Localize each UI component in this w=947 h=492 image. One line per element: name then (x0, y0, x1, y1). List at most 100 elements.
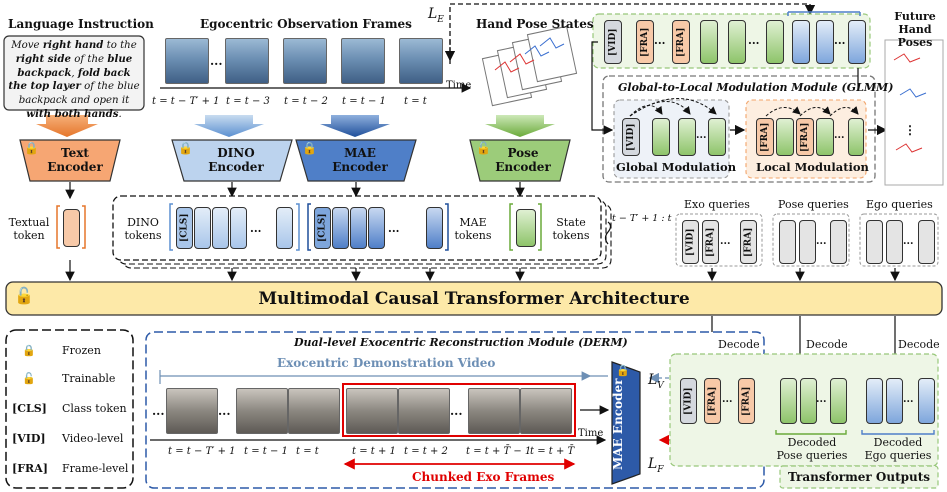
ego-query (886, 220, 903, 264)
lock-icon: 🔒 (302, 141, 317, 155)
legend-frozen: 🔒Frozen (22, 344, 101, 357)
glmm-fra-token: [FRA] (672, 20, 690, 64)
glmm-vid-token: [VID] (604, 20, 622, 64)
out-ellipsis: ... (722, 394, 733, 405)
mae-token (426, 207, 443, 249)
frame-label-3: t = t − 2 (284, 96, 328, 107)
glmm-fra-token: [FRA] (636, 20, 654, 64)
ego-ellipsis: ... (903, 236, 914, 247)
instruction-segment: blue backpack (17, 52, 133, 79)
instruction-segment: Move (11, 40, 43, 51)
global-modulation-label: Global Modulation (616, 160, 737, 174)
decode-label-exo: Decode (718, 338, 760, 351)
state-token (516, 209, 536, 247)
instruction-segment: right hand (42, 39, 104, 51)
instruction-segment: , (71, 67, 78, 79)
exo-label-3: t = t (296, 446, 319, 457)
exo-video-label: Exocentric Demonstration Video (277, 356, 496, 370)
loss-v: LV (648, 372, 664, 391)
global-pose-token (678, 118, 696, 156)
out-pose-token (780, 378, 797, 424)
exo-frame (166, 388, 218, 434)
mae-token (332, 207, 349, 249)
ego-frame-4 (341, 38, 385, 84)
text-encoder-label: Text Encoder (47, 146, 103, 174)
unlock-icon: 🔓 (476, 141, 491, 155)
glmm-pose-token (700, 20, 718, 64)
chunked-exo-label: Chunked Exo Frames (412, 470, 555, 484)
mae-token (368, 207, 385, 249)
exo-label-6: t = t + T̄ − 1 (466, 446, 532, 457)
instruction-segment: fold back the top layer (8, 66, 131, 93)
exo-frame (468, 388, 520, 434)
local-pose-token (776, 118, 794, 156)
global-pose-token (708, 118, 726, 156)
lock-icon: 🔒 (22, 344, 36, 357)
glmm-pose-token (766, 20, 784, 64)
instruction-segment: of the blue backpack and open it (18, 81, 140, 107)
dino-token (276, 207, 293, 249)
exo-label-4: t = t + 1 (352, 446, 396, 457)
lock-icon: 🔒 (616, 364, 630, 377)
decode-label-pose: Decode (806, 338, 848, 351)
state-tokens-label: State tokens (552, 216, 590, 242)
legend-cls: [CLS]Class token (12, 402, 127, 415)
global-pose-token (652, 118, 670, 156)
textual-token (63, 209, 80, 247)
ego-time-label: Time (446, 80, 472, 91)
out-pose-token (830, 378, 847, 424)
dino-token (230, 207, 247, 249)
instruction-segment: right side (15, 52, 72, 65)
exo-fra-query: [FRA] (702, 220, 719, 264)
dino-encoder-label: DINO Encoder (208, 146, 264, 174)
exo-frame (520, 388, 572, 434)
mae-token (350, 207, 367, 249)
pose-encoder-label: Pose Encoder (495, 146, 551, 174)
pose-queries-label: Pose queries (778, 198, 849, 211)
glmm-ego-token (816, 20, 834, 64)
exo-ellipsis: ... (720, 236, 731, 247)
pose-query (830, 220, 847, 264)
local-ellipsis: ... (834, 130, 845, 141)
text-encoder-shape (19, 139, 121, 182)
lock-icon: 🔒 (24, 141, 39, 155)
out-ego-token (866, 378, 883, 424)
glmm-ego-token (848, 20, 866, 64)
instruction-segment: . (118, 108, 122, 120)
glmm-ego-token (792, 20, 810, 64)
future-hand-poses-heading: Future Hand Poses (894, 10, 936, 49)
unlock-icon: 🔓 (14, 286, 34, 305)
ego-frame-5 (399, 38, 443, 84)
out-ellipsis: ... (816, 394, 827, 405)
mae-encoder-shape (295, 139, 417, 182)
unlock-icon: 🔓 (22, 372, 36, 385)
exo-frame (236, 388, 288, 434)
out-fra-token: [FRA] (704, 378, 721, 424)
exo-ellipsis-mid: ... (450, 404, 463, 418)
dino-ellipsis: ... (250, 222, 262, 235)
legend-box (5, 329, 134, 489)
local-modulation-label: Local Modulation (756, 160, 869, 174)
loss-e: LE (428, 6, 444, 25)
transformer-title: Multimodal Causal Transformer Architectu… (258, 289, 690, 309)
derm-title: Dual-level Exocentric Reconstruction Mod… (294, 336, 628, 349)
lock-icon: 🔒 (178, 141, 193, 155)
legend-vid: [VID]Video-level (12, 432, 124, 445)
arrow-dino (194, 115, 264, 137)
exo-vid-query: [VID] (682, 220, 699, 264)
out-ego-token (918, 378, 935, 424)
dino-tokens-label: DINO tokens (124, 216, 162, 242)
token-range-label: t − T′ + 1 : t (612, 213, 672, 224)
instruction-text: Move right hand to the right side of the… (7, 39, 141, 122)
pose-query (799, 220, 816, 264)
arrow-pose (485, 115, 555, 137)
egocentric-frames-heading: Egocentric Observation Frames (200, 17, 412, 31)
out-ego-token (886, 378, 903, 424)
pose-encoder-shape (469, 139, 571, 182)
local-fra-token: [FRA] (796, 118, 814, 156)
ego-frames-ellipsis: ... (210, 54, 223, 68)
mae-tokens-label: MAE tokens (454, 216, 492, 242)
instruction-box (3, 35, 145, 111)
out-vid-token: [VID] (680, 378, 697, 424)
arrow-mae (320, 115, 390, 137)
